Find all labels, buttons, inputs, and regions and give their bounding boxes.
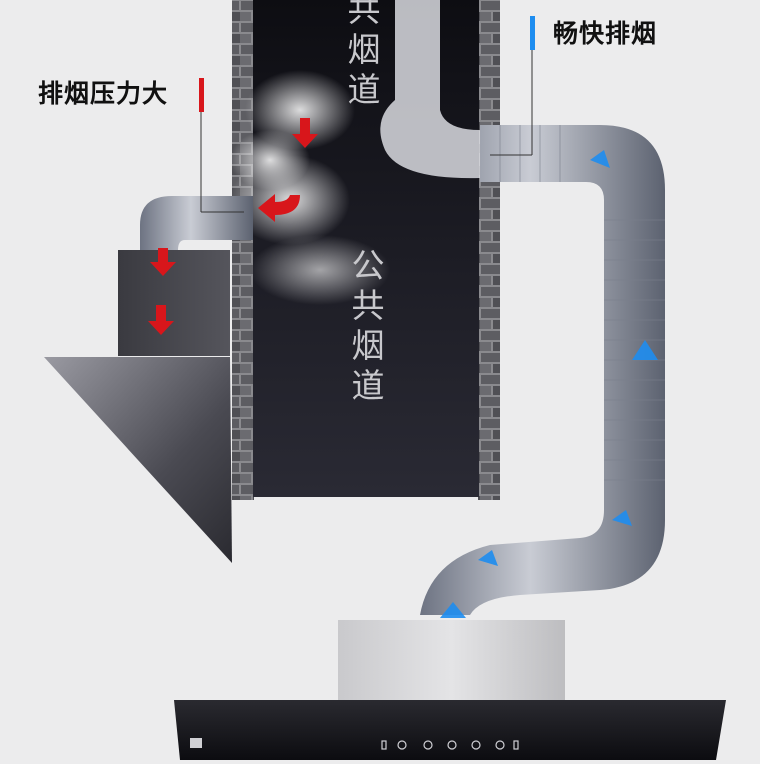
shaft-inner-pipe (380, 0, 480, 179)
shaft-text-char: 公 (351, 246, 385, 285)
left-hood-box (118, 250, 230, 356)
left-flex-pipe (140, 196, 253, 250)
hood-glass-panel (174, 700, 726, 760)
hood-brand-logo (190, 738, 202, 748)
hood-control-icons[interactable] (381, 740, 519, 750)
smooth-exhaust-marker (530, 16, 535, 50)
brick-wall-left (232, 0, 254, 500)
shaft-text-top: 共 烟 道 (342, 0, 386, 110)
smooth-exhaust-label: 畅快排烟 (553, 19, 658, 48)
pressure-label: 排烟压力大 (38, 79, 169, 108)
red-curve-arrow (258, 194, 300, 222)
shaft-text-char: 道 (351, 366, 385, 405)
left-hood-canopy (44, 357, 232, 563)
shaft-text-main: 公 共 烟 道 (346, 246, 390, 406)
shaft-text-char: 共 (351, 286, 385, 325)
red-down-arrow (148, 118, 318, 335)
right-flex-pipe (420, 125, 665, 615)
brick-wall-right (478, 0, 500, 500)
shaft-text-char: 烟 (347, 30, 381, 69)
smoke-clouds (230, 70, 390, 305)
blue-up-arrow (440, 150, 658, 618)
shaft-text-char: 道 (347, 70, 381, 109)
pressure-label-marker (199, 78, 204, 112)
hood-chimney (338, 620, 565, 700)
shaft-text-char: 共 (347, 0, 381, 29)
shaft-text-char: 烟 (351, 326, 385, 365)
